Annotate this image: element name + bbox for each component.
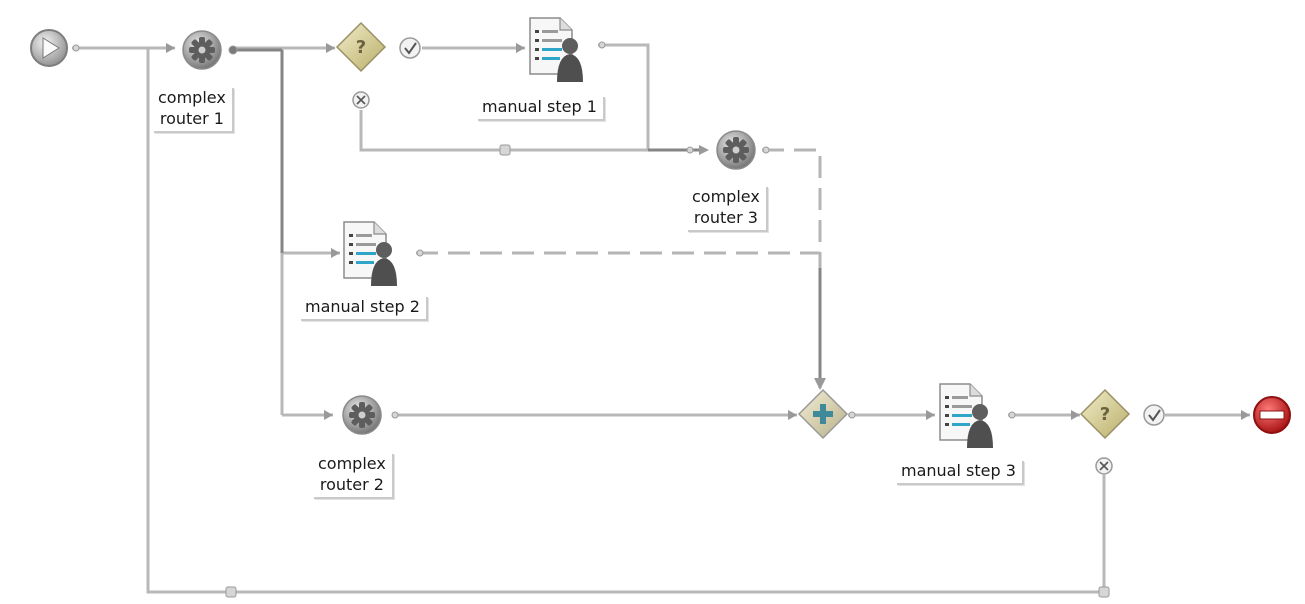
end-node[interactable]: [1253, 396, 1291, 434]
stop-icon: [1259, 410, 1285, 420]
label-line: router 1: [159, 109, 224, 128]
label-line: manual step 3: [901, 461, 1016, 480]
edge-loop-bottom[interactable]: [146, 48, 1106, 594]
edge-router3-join[interactable]: [762, 148, 822, 268]
document-user-icon: [939, 383, 993, 448]
manual-step-3-label: manual step 3: [895, 459, 1022, 483]
check-icon: [399, 37, 421, 59]
question-diamond-icon: ?: [1079, 388, 1131, 440]
manual-step-1-node[interactable]: [529, 17, 583, 82]
join-node[interactable]: [797, 388, 849, 440]
complex-router-3-label: complex router 3: [686, 185, 766, 230]
play-icon: [42, 37, 60, 59]
decision-1-node[interactable]: ?: [335, 21, 387, 73]
gear-icon: [182, 30, 222, 70]
cancel-icon: [1095, 457, 1113, 475]
decision-2-node[interactable]: ?: [1079, 388, 1131, 440]
start-node[interactable]: [30, 29, 68, 67]
cancel-icon: [352, 91, 370, 109]
edge-ms1-router3[interactable]: [598, 43, 705, 152]
svg-text:?: ?: [1100, 404, 1110, 425]
complex-router-1-node[interactable]: [182, 30, 222, 70]
complex-router-1-label: complex router 1: [152, 86, 232, 131]
label-line: complex: [158, 88, 226, 107]
question-diamond-icon: ?: [335, 21, 387, 73]
document-user-icon: [529, 17, 583, 82]
gear-icon: [342, 395, 382, 435]
check-icon: [1143, 404, 1165, 426]
label-line: manual step 1: [482, 97, 597, 116]
label-line: manual step 2: [305, 297, 420, 316]
label-line: complex: [318, 454, 386, 473]
document-user-icon: [343, 221, 397, 286]
manual-step-3-node[interactable]: [939, 383, 993, 448]
plus-diamond-icon: [797, 388, 849, 440]
complex-router-2-label: complex router 2: [312, 452, 392, 497]
edge-decision1-router3[interactable]: [359, 110, 705, 152]
manual-step-2-node[interactable]: [343, 221, 397, 286]
manual-step-2-label: manual step 2: [299, 295, 426, 319]
manual-step-1-label: manual step 1: [476, 95, 603, 119]
complex-router-2-node[interactable]: [342, 395, 382, 435]
label-line: router 2: [319, 475, 384, 494]
complex-router-3-node[interactable]: [716, 130, 756, 170]
gear-icon: [716, 130, 756, 170]
label-line: router 3: [693, 208, 758, 227]
svg-text:?: ?: [356, 37, 366, 58]
connectors: [72, 43, 1250, 594]
label-line: complex: [692, 187, 760, 206]
